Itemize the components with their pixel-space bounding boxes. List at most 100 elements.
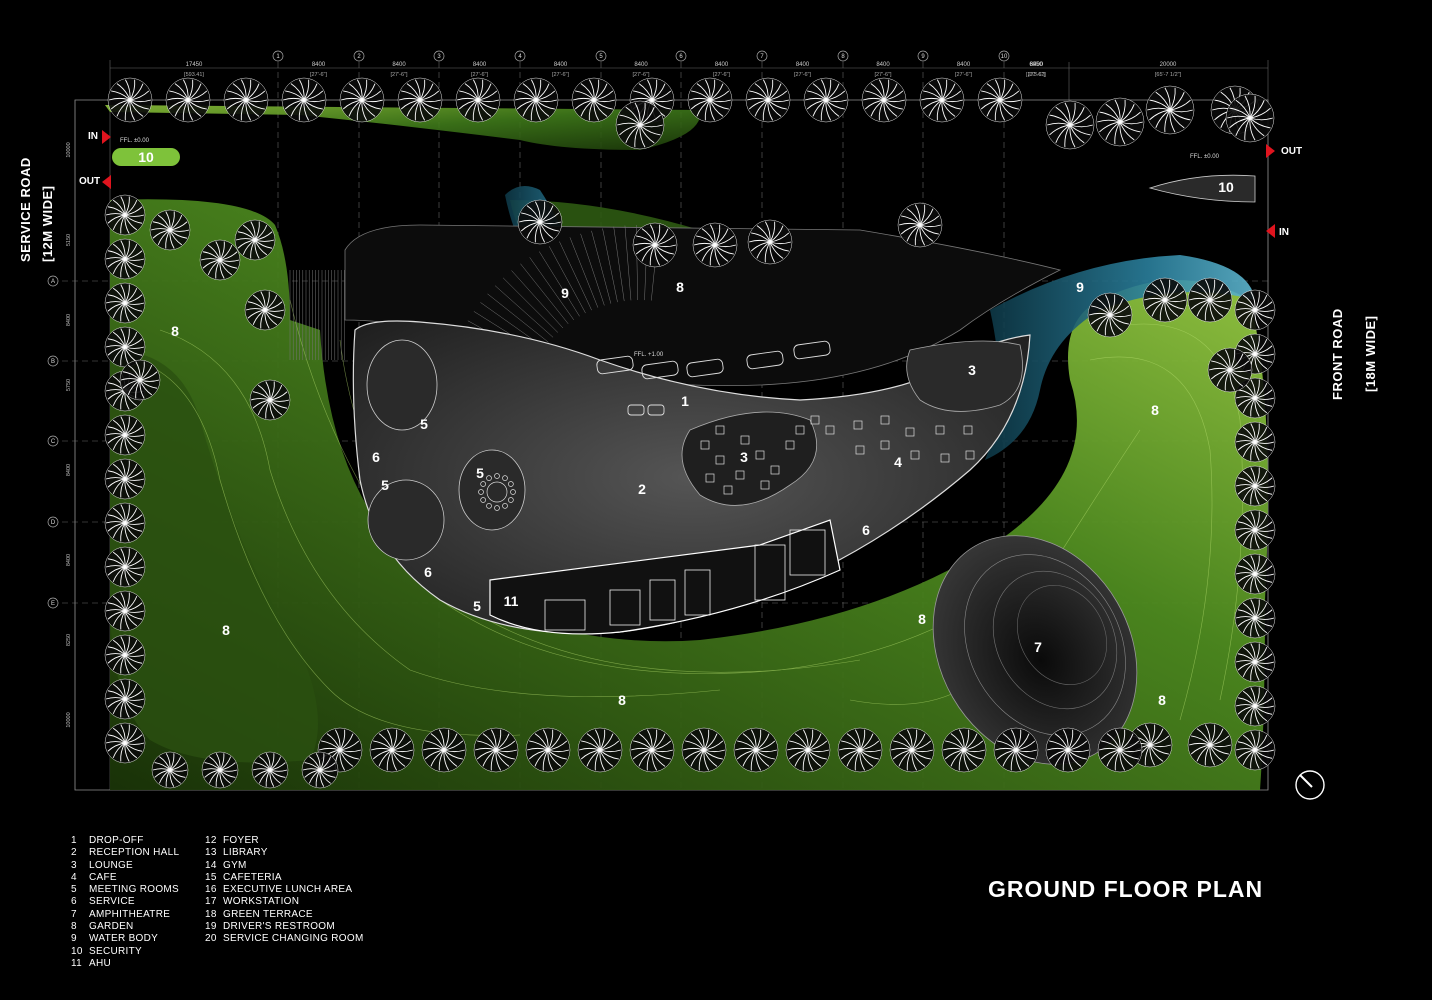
- tree-icon: [119, 359, 161, 401]
- table-icon: [735, 470, 745, 480]
- tree-icon: [223, 77, 269, 123]
- tree-icon: [151, 751, 189, 789]
- tree-icon: [897, 202, 943, 248]
- meeting-room-oval-b: [458, 449, 526, 531]
- grid-col-label: 10: [1001, 54, 1008, 60]
- tree-icon: [889, 727, 935, 773]
- grid-row-label: E: [51, 601, 55, 607]
- chair-icon: [508, 481, 514, 487]
- table-icon: [795, 425, 805, 435]
- tree-icon: [993, 727, 1039, 773]
- zone-label-dropoff: 1: [681, 393, 689, 409]
- grid-bubble: [433, 50, 445, 62]
- dimension-left: 8400: [66, 554, 72, 566]
- table-icon: [705, 473, 715, 483]
- grid-row-label: C: [51, 439, 56, 445]
- car-icon: [596, 355, 634, 375]
- dimension-mm: 8400: [876, 62, 890, 68]
- legend-label: DROP-OFF: [89, 835, 144, 846]
- entry-in-left-label: IN: [88, 131, 98, 142]
- grid-col-label: 5: [599, 54, 603, 60]
- zone-label-water-a: 9: [561, 285, 569, 301]
- dimension-ft: [27'-6"]: [955, 72, 973, 78]
- tree-icon: [104, 194, 146, 236]
- drawing-title: GROUND FLOOR PLAN: [988, 876, 1264, 902]
- car-icon: [746, 350, 784, 370]
- dimension-mm: 17450: [186, 62, 203, 68]
- dimension-mm: 8400: [957, 62, 971, 68]
- dimension-ft: [593.41]: [184, 72, 204, 78]
- zone-label-garden-g: 8: [676, 279, 684, 295]
- zone-label-water-b: 9: [1076, 279, 1084, 295]
- zone-label-amphitheatre: 7: [1034, 639, 1042, 655]
- tree-icon: [632, 222, 678, 268]
- tree-icon: [104, 502, 146, 544]
- grid-bubble: [47, 516, 59, 528]
- tree-icon: [104, 590, 146, 632]
- tree-icon: [473, 727, 519, 773]
- legend-label: GARDEN: [89, 921, 134, 933]
- table-icon: [880, 440, 890, 450]
- legend-label: EXECUTIVE LUNCH AREA: [223, 884, 353, 896]
- legend-label: WORKSTATION: [223, 896, 300, 908]
- tree-icon: [837, 727, 883, 773]
- legend-number: 16: [205, 884, 217, 896]
- zone-label-garden-c: 8: [618, 692, 626, 708]
- tree-icon: [615, 100, 665, 150]
- legend-number: 9: [71, 933, 77, 945]
- tree-icon: [1045, 727, 1091, 773]
- tree-icon: [421, 727, 467, 773]
- amphitheatre: [932, 535, 1138, 765]
- front-road-label: FRONT ROAD: [1330, 308, 1345, 400]
- dimension-ft: [27'-6"]: [390, 72, 408, 78]
- grid-bubble: [675, 50, 687, 62]
- tree-icon: [977, 77, 1023, 123]
- exit-out-right-arrow-icon: [1266, 144, 1275, 158]
- legend-label: WATER BODY: [89, 933, 159, 945]
- tree-icon: [301, 751, 339, 789]
- dimension-mm: 8400: [392, 62, 406, 68]
- legend-number: 17: [205, 896, 217, 908]
- legend-number: 18: [205, 908, 217, 920]
- grid-col-label: 1: [276, 54, 280, 60]
- table-icon: [965, 450, 975, 460]
- level-marker-right: FFL. ±0.00: [1190, 154, 1220, 160]
- legend-item: 16 EXECUTIVE LUNCH AREA: [205, 884, 364, 896]
- tree-icon: [1234, 465, 1276, 507]
- tree-icon: [1234, 641, 1276, 683]
- exit-out-right-label: OUT: [1281, 146, 1303, 157]
- dimension-left: 10000: [66, 712, 72, 727]
- legend-number: 15: [205, 871, 217, 883]
- dimension-ft: [27'-6"]: [471, 72, 489, 78]
- chair-icon: [510, 489, 516, 495]
- legend-item: 17 WORKSTATION: [205, 896, 364, 908]
- table-icon: [935, 425, 945, 435]
- legend-label: LIBRARY: [223, 847, 268, 859]
- dimension-mm: 8400: [473, 62, 487, 68]
- tree-icon: [107, 77, 153, 123]
- tree-icon: [861, 77, 907, 123]
- legend-number: 6: [71, 896, 77, 908]
- security-booth-right: [1148, 174, 1256, 203]
- dimension-ft: [27'-6"]: [874, 72, 892, 78]
- grid-bubble: [353, 50, 365, 62]
- lounge-zone-left: [681, 411, 817, 506]
- zone-label-reception: 2: [638, 481, 646, 497]
- tree-icon: [1187, 277, 1233, 323]
- dimension-left: 8400: [66, 314, 72, 326]
- tree-icon: [785, 727, 831, 773]
- tree-icon: [1097, 727, 1143, 773]
- grid-bubble: [998, 50, 1010, 62]
- exit-out-left-label: OUT: [79, 176, 101, 187]
- grid-bubble: [272, 50, 284, 62]
- legend-label: DRIVER'S RESTROOM: [223, 921, 336, 933]
- tree-icon: [1234, 421, 1276, 463]
